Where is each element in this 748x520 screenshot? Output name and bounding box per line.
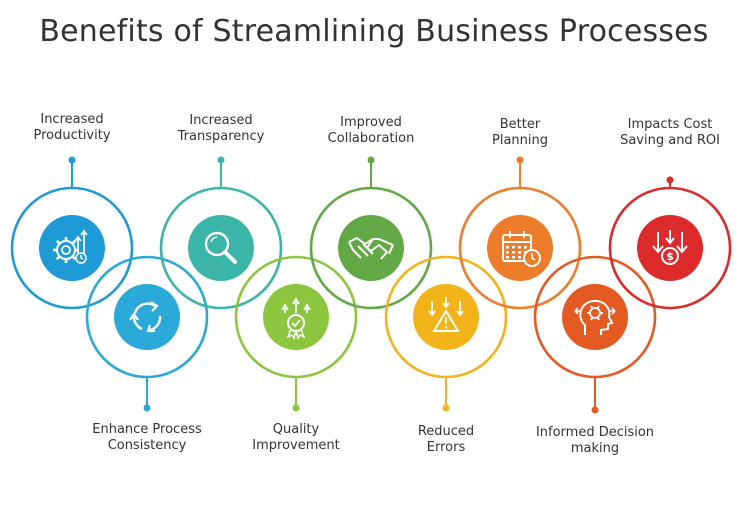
label-line: Reduced <box>417 424 475 439</box>
label-line: Planning <box>492 133 548 148</box>
ring-better-planning <box>458 186 582 310</box>
calendar-clock-icon <box>487 215 553 281</box>
svg-text:$: $ <box>666 250 674 263</box>
label-line: Enhance Process <box>92 422 202 437</box>
ring-improved-collaboration <box>309 186 433 310</box>
label-line: Improvement <box>252 438 340 453</box>
label-line: Collaboration <box>327 131 415 146</box>
label-line: Quality <box>272 422 320 437</box>
label-line: Saving and ROI <box>620 133 720 148</box>
connector-dot-informed-decision-making <box>591 406 599 414</box>
ring-quality-improvement <box>234 255 358 379</box>
ring-increased-transparency <box>159 186 283 310</box>
label-line: Improved <box>340 115 402 130</box>
label-line: Increased <box>40 112 104 127</box>
connector-dot-improved-collaboration <box>367 156 375 164</box>
connector-dot-better-planning <box>516 156 524 164</box>
quality-badge-icon <box>263 284 329 350</box>
cost-down-icon: $ <box>637 215 703 281</box>
ring-reduced-errors <box>384 255 508 379</box>
ring-informed-decision-making <box>533 255 657 379</box>
label-line: Errors <box>426 440 466 455</box>
ring-enhance-process-consistency <box>85 255 209 379</box>
label-line: making <box>570 441 620 456</box>
cycle-arrows-icon <box>114 284 180 350</box>
warning-errors-icon <box>413 284 479 350</box>
gear-productivity-icon <box>39 215 105 281</box>
connector-dot-increased-transparency <box>217 156 225 164</box>
label-line: Informed Decision <box>535 425 655 440</box>
ring-increased-productivity <box>10 186 134 310</box>
connector-dot-quality-improvement <box>292 404 300 412</box>
connector-dot-reduced-errors <box>442 404 450 412</box>
label-line: Productivity <box>33 128 111 143</box>
page-title: Benefits of Streamlining Business Proces… <box>39 14 709 49</box>
label-line: Impacts Cost <box>627 117 713 132</box>
label-line: Consistency <box>107 438 187 453</box>
head-gear-icon <box>562 284 628 350</box>
connector-dot-increased-productivity <box>68 156 76 164</box>
ring-impacts-cost-saving-and-roi <box>608 186 732 310</box>
magnifier-icon <box>188 215 254 281</box>
handshake-icon <box>338 215 404 281</box>
connector-dot-impacts-cost-saving-and-roi <box>666 176 674 184</box>
connector-dot-enhance-process-consistency <box>143 404 151 412</box>
label-line: Better <box>499 117 541 132</box>
label-line: Transparency <box>177 129 265 144</box>
label-line: Increased <box>189 113 253 128</box>
